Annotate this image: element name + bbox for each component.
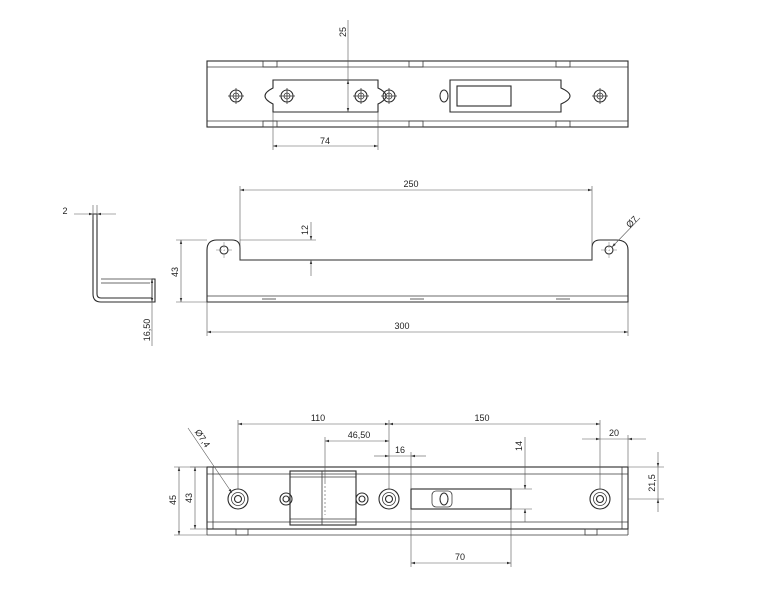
bottom-dim-43: 43 [184,493,194,503]
bottom-dim-hole: Ø7,4 [193,427,212,449]
bottom-dim-45: 45 [168,495,178,505]
bottom-dim-46-50: 46,50 [348,430,371,440]
front-dim-43: 43 [170,267,180,277]
bottom-dim-150: 150 [474,413,489,423]
side-dim-thickness: 2 [62,206,67,216]
front-dim-12: 12 [300,225,310,235]
bottom-dim-110: 110 [311,413,325,423]
bottom-hole-3 [355,492,369,506]
top-hole-2 [279,88,295,104]
side-view: 2 16,50 [62,205,156,346]
bottom-view: 110 150 46,50 16 20 14 70 4 [168,413,664,567]
front-dim-300: 300 [394,321,409,331]
front-hole-left [216,242,232,258]
bottom-dim-16: 16 [395,445,405,455]
top-hole-4 [381,88,397,104]
bottom-view-outline [206,466,629,530]
bottom-dim-20: 20 [609,428,619,438]
top-dim-25: 25 [338,27,348,37]
bottom-dim-14: 14 [514,441,524,451]
top-view-outline [206,60,629,128]
front-view: 250 300 43 12 Ø7 [170,179,641,336]
front-hole-right [601,242,617,258]
top-view: 74 25 [206,20,629,150]
top-hole-1 [228,88,244,104]
top-dim-74: 74 [320,136,330,146]
side-dim-lip: 16,50 [142,319,152,342]
bottom-dim-21-5: 21,5 [647,474,657,492]
bottom-dim-70: 70 [455,552,465,562]
bottom-hole-4 [378,488,400,510]
bottom-hole-2 [279,492,293,506]
bottom-hole-5 [589,488,611,510]
top-hole-5 [592,88,608,104]
front-dim-250: 250 [403,179,418,189]
front-dim-hole: Ø7 [624,214,640,230]
top-hole-3 [353,88,369,104]
